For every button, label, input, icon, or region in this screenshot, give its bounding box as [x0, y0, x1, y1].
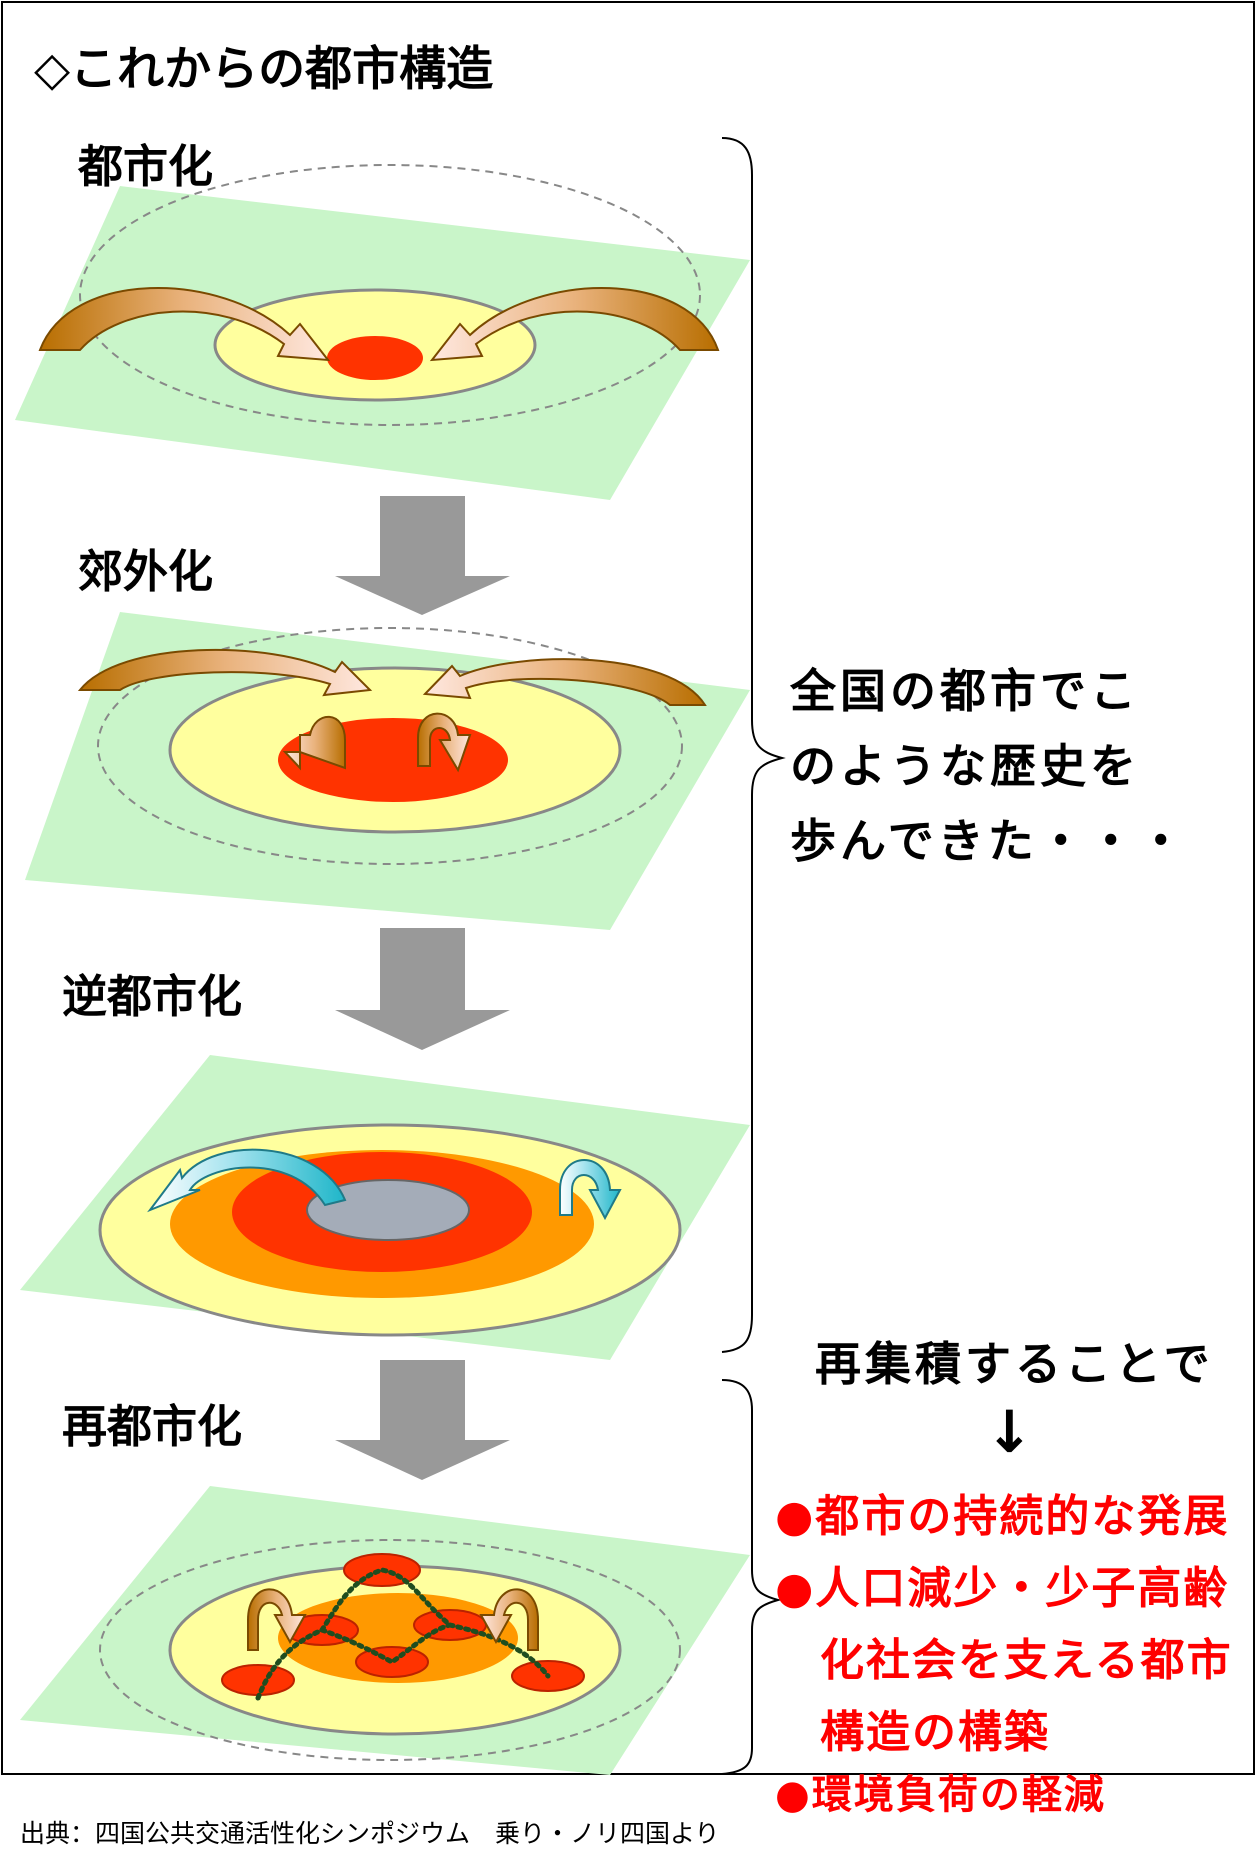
- page-title: ◇これからの都市構造: [34, 42, 494, 97]
- outflow-loop-right: [417, 712, 472, 773]
- inflow-arrow-right: [429, 286, 720, 362]
- inflow-arrow-left: [38, 286, 331, 362]
- benefit-line: 化社会を支える都市: [820, 1635, 1233, 1686]
- history-note-line: のような歴史を: [790, 739, 1140, 793]
- history-note-line: 歩んできた・・・: [790, 814, 1188, 868]
- hollow-center: [306, 1179, 470, 1241]
- reconcentration-lead: 再集積することで: [815, 1337, 1214, 1391]
- compact-hub: [221, 1664, 295, 1696]
- stage-label-counterurbanization: 逆都市化: [62, 970, 243, 1023]
- down-arrow-icon: ↓: [985, 1398, 1034, 1466]
- stage-urbanization-map: [15, 164, 750, 500]
- stage-label-reurbanization: 再都市化: [62, 1400, 243, 1453]
- inflow-arrow-left: [77, 648, 373, 697]
- outer-boundary: [79, 164, 701, 426]
- transition-arrow: [335, 1360, 510, 1480]
- stage-label-suburbanization: 郊外化: [78, 545, 214, 598]
- inflow-loop-right: [479, 1588, 539, 1651]
- transition-arrow: [335, 928, 510, 1050]
- stage-suburbanization-map: [25, 612, 750, 930]
- outflow-arrow-right: [559, 1159, 622, 1221]
- outflow-loop-left: [282, 715, 346, 771]
- stage-label-urbanization: 都市化: [78, 140, 214, 193]
- inflow-loop-left: [247, 1588, 307, 1651]
- benefit-line: ●都市の持続的な発展: [775, 1491, 1230, 1542]
- transition-arrow: [335, 496, 510, 615]
- city-core: [327, 336, 423, 380]
- future-brace: [721, 1379, 782, 1775]
- outflow-arrow-left: [147, 1148, 347, 1213]
- benefit-line: 構造の構築: [820, 1707, 1050, 1758]
- inflow-arrow-right: [422, 658, 707, 706]
- history-note-line: 全国の都市でこ: [790, 664, 1140, 718]
- stage-counterurbanization-map: [20, 1055, 750, 1360]
- source-citation: 出典：四国公共交通活性化シンポジウム 乗り・ノリ四国より: [20, 1819, 720, 1848]
- stage-reurbanization-map: [20, 1486, 750, 1775]
- transit-network-line: [255, 1567, 551, 1701]
- outer-boundary: [97, 627, 683, 865]
- history-brace: [721, 137, 786, 1353]
- outer-boundary: [99, 1539, 681, 1761]
- benefit-line: ●環境負荷の軽減: [775, 1772, 1106, 1818]
- benefit-line: ●人口減少・少子高齢: [775, 1563, 1230, 1614]
- diagram-frame: [1, 1, 1255, 1775]
